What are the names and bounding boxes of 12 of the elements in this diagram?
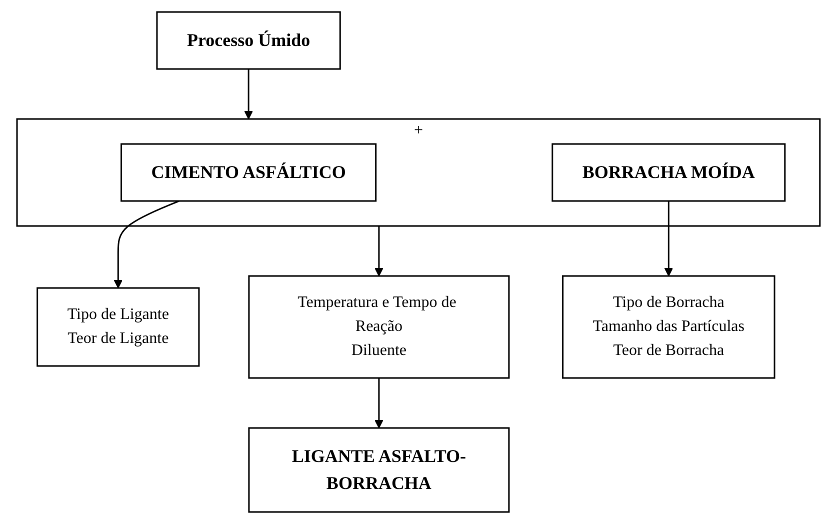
node-box: Tipo de Ligante Teor de Ligante: [36, 287, 200, 367]
arrow: [664, 201, 674, 276]
arrow: [374, 226, 384, 276]
node-box: CIMENTO ASFÁLTICO: [120, 143, 377, 202]
node-box: BORRACHA MOÍDA: [552, 143, 786, 202]
arrow: [374, 378, 384, 428]
arrow: [244, 69, 253, 120]
node-box: Tipo de Borracha Tamanho das Partículas Teor de Borracha: [562, 275, 776, 379]
arrow: [114, 200, 180, 288]
node-box: Temperatura e Tempo de Reação Diluente: [248, 275, 510, 379]
node-box: Processo Úmido: [156, 11, 341, 70]
node-box: LIGANTE ASFALTO-BORRACHA: [248, 427, 510, 513]
